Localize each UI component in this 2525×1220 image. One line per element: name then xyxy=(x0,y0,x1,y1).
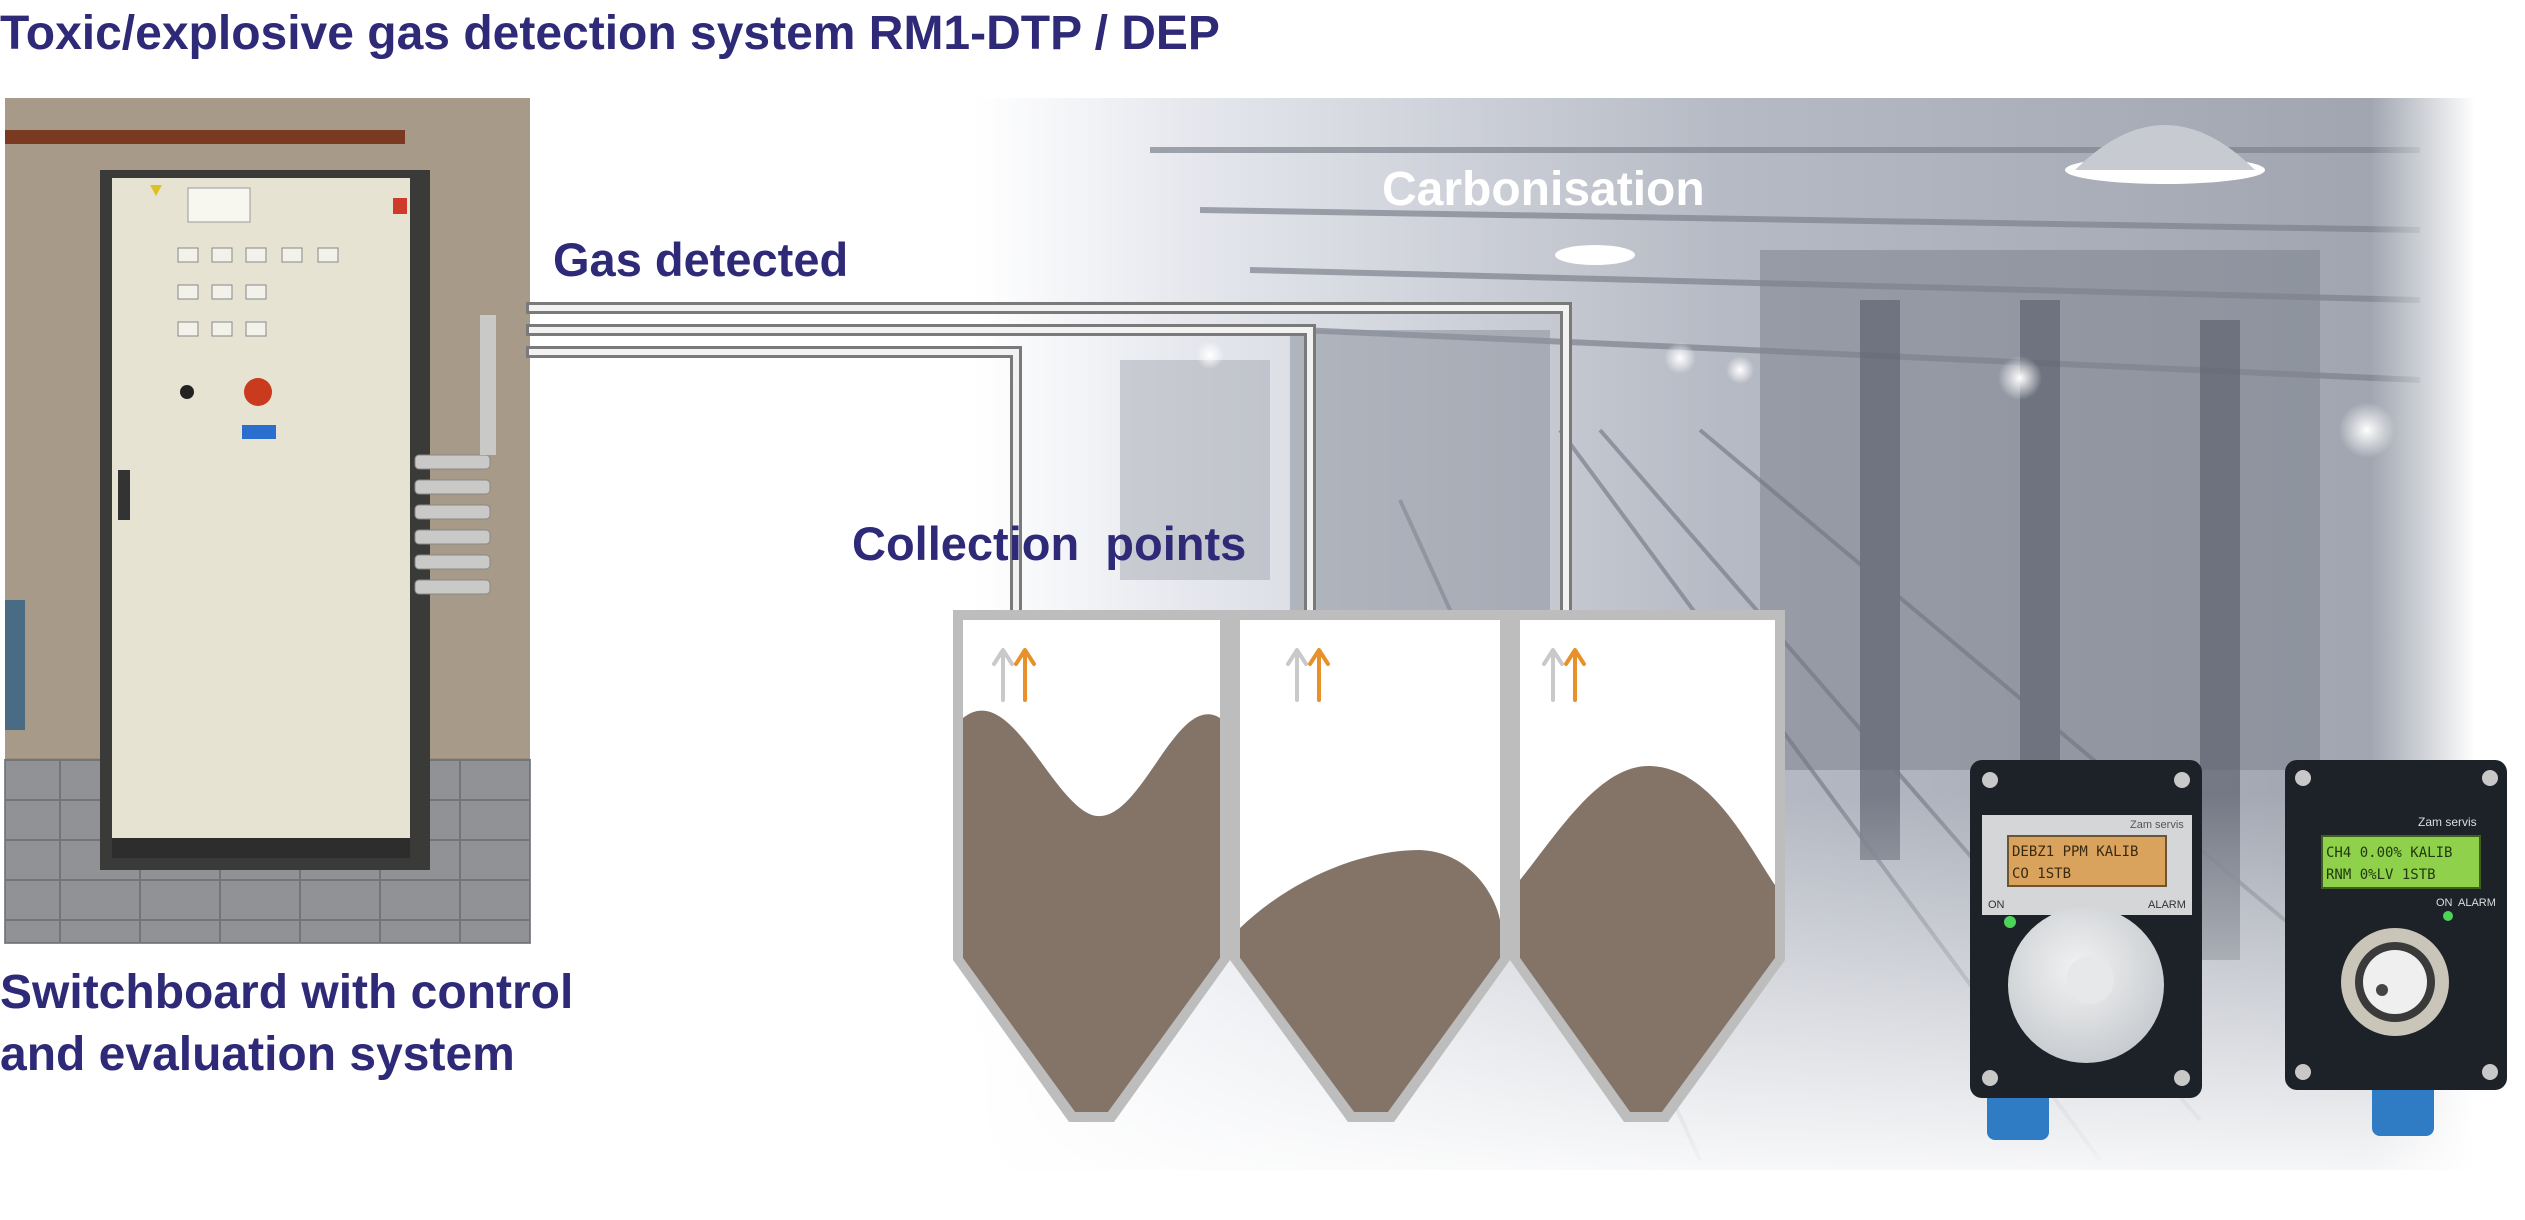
detector-1-display-line2: CO 1STB xyxy=(2012,866,2071,882)
collection-points-label: Collection points xyxy=(852,517,1247,570)
silo-3-material xyxy=(1520,765,1775,1112)
switchboard-photo xyxy=(4,98,531,944)
detector-2-led-on-label: ON xyxy=(2436,897,2453,909)
gas-detected-label: Gas detected xyxy=(553,233,849,286)
detector-2-led-alarm-label: ALARM xyxy=(2458,897,2496,909)
silo-1-material xyxy=(963,710,1220,1112)
sampling-pipes xyxy=(526,302,1572,648)
arrow-pair-silo-2 xyxy=(1286,648,1330,702)
detector-2-brand: Zam servis xyxy=(2418,815,2477,829)
silo-1 xyxy=(953,610,1230,1122)
detector-2-display-line1: CH4 0.00% KALIB xyxy=(2326,845,2452,861)
led-on-icon xyxy=(2443,911,2453,921)
switchboard-label-line2: and evaluation system xyxy=(0,1028,515,1081)
detector-1-brand: Zam servis xyxy=(2130,819,2184,831)
detector-1-display xyxy=(2007,835,2167,887)
silo-3 xyxy=(1510,610,1785,1122)
detector-1-led-alarm-label: ALARM xyxy=(2148,899,2186,911)
silo-2-material xyxy=(1240,850,1500,1112)
carbonisation-label: Carbonisation xyxy=(1382,163,1705,216)
gas-detector-2: Zam servis CH4 0.00% KALIB RNM 0%LV 1STB… xyxy=(2285,760,2507,1136)
gas-flow-arrows xyxy=(992,648,1586,702)
switchboard-label-line1: Switchboard with control xyxy=(0,966,574,1019)
detector-2-display xyxy=(2321,835,2481,889)
detector-2-display-line2: RNM 0%LV 1STB xyxy=(2326,867,2436,883)
switchboard-label: Switchboard with control and evaluation … xyxy=(0,962,573,1086)
detector-1-display-line1: DEBZ1 PPM KALIB xyxy=(2012,844,2138,860)
page-title: Toxic/explosive gas detection system RM1… xyxy=(0,7,1220,60)
detector-1-led-on-label: ON xyxy=(1988,899,2005,911)
silo-2 xyxy=(1230,610,1510,1122)
arrow-pair-silo-1 xyxy=(992,648,1036,702)
led-on-icon xyxy=(2004,916,2016,928)
arrow-pair-silo-3 xyxy=(1542,648,1586,702)
cable-gland xyxy=(2372,1080,2434,1136)
gas-detector-1: Zam servis DEBZ1 PPM KALIB CO 1STB ON AL… xyxy=(1970,760,2202,1140)
